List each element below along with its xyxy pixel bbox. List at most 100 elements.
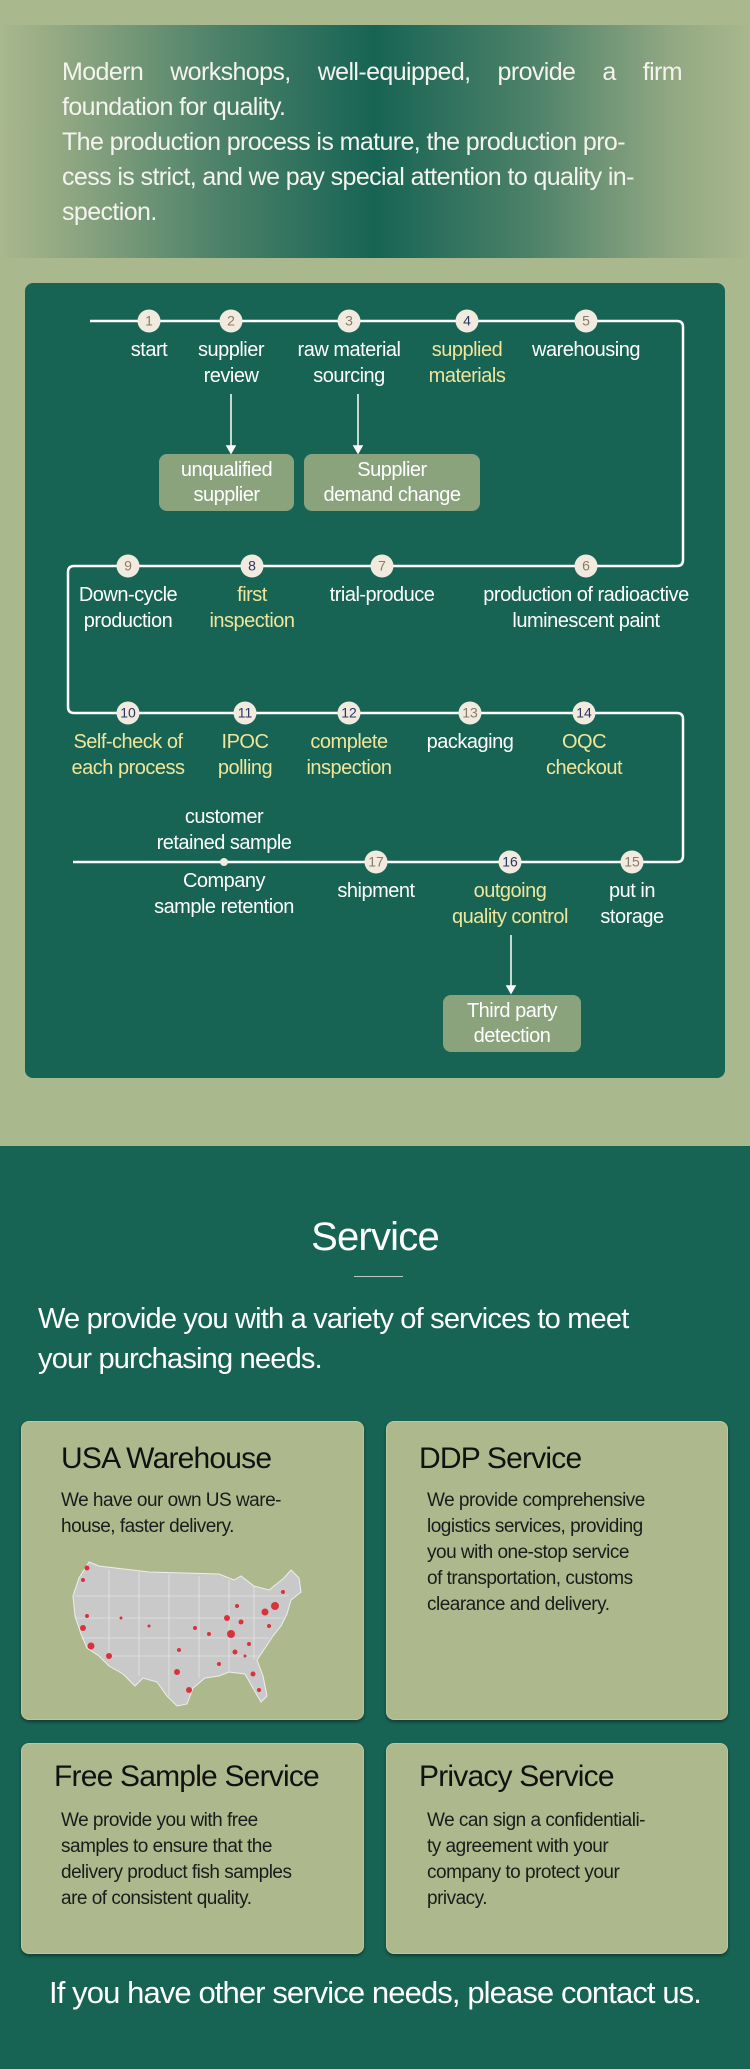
- step-label-line: trial-produce: [329, 584, 435, 606]
- sample-label-line: customer: [184, 806, 264, 828]
- step-label-line: storage: [600, 906, 664, 928]
- step-label: packaging: [427, 729, 514, 755]
- intro-line: The production process is mature, the pr…: [62, 128, 626, 156]
- step-label-line: warehousing: [532, 339, 640, 361]
- step-label: production of radioactive luminescent pai…: [483, 582, 689, 634]
- step-label-line: checkout: [545, 757, 623, 779]
- step-label-line: production of radioactive: [483, 584, 689, 606]
- sample-above-label: customer retained sample: [157, 804, 292, 856]
- subtitle-line: your purchasing needs.: [38, 1343, 323, 1375]
- box-line: Supplier: [357, 458, 427, 481]
- card-desc: We have our own US ware-house, faster de…: [61, 1490, 281, 1537]
- step-number-badge: 3: [337, 309, 361, 333]
- step-label: first inspection: [209, 582, 295, 634]
- card-title: DDP Service: [419, 1442, 582, 1475]
- card-title: USA Warehouse: [61, 1442, 272, 1475]
- step-label-line: IPOC: [221, 731, 269, 753]
- step-label: supplier review: [197, 337, 265, 389]
- sample-dot: [220, 858, 228, 866]
- card-free-sample-service: Free Sample Service We provide you with …: [21, 1743, 364, 1954]
- step-number-badge: 15: [620, 850, 644, 874]
- step-label: Self-check of each process: [72, 729, 185, 781]
- step-number-badge: 4: [455, 309, 479, 333]
- step-label-line: materials: [428, 365, 506, 387]
- step-label-line: complete: [310, 731, 388, 753]
- step-label-line: Self-check of: [73, 731, 183, 753]
- title-underline: [354, 1276, 403, 1277]
- step-label: outgoing quality control: [452, 878, 568, 930]
- step-label-line: quality control: [452, 906, 568, 928]
- intro-line: Modern workshops, well-equipped, provide…: [62, 58, 683, 86]
- step-label-line: supplied: [431, 339, 503, 361]
- card-desc: We can sign a confidentiali-ty agreement…: [427, 1810, 646, 1909]
- step-number-badge: 8: [240, 554, 264, 578]
- step-label: shipment: [337, 878, 415, 904]
- box-line: supplier: [193, 483, 260, 506]
- sample-label-line: retained sample: [156, 832, 292, 854]
- box-line: demand change: [323, 483, 461, 506]
- box-line: Third party: [466, 999, 558, 1022]
- step-label-line: supplier: [197, 339, 265, 361]
- step-number-badge: 17: [364, 850, 388, 874]
- sample-label-line: sample retention: [154, 896, 294, 918]
- subtitle-line: We provide you with a variety of service…: [38, 1303, 629, 1335]
- box-line: detection: [473, 1024, 551, 1047]
- step-label: warehousing: [532, 337, 640, 363]
- step-number-badge: 9: [116, 554, 140, 578]
- step-label-line: packaging: [426, 731, 514, 753]
- step-label-line: first: [237, 584, 267, 606]
- step-label: put in storage: [600, 878, 664, 930]
- step-label-line: each process: [71, 757, 185, 779]
- step-label-line: Down-cycle: [78, 584, 178, 606]
- step-number-badge: 12: [337, 701, 361, 725]
- step-label-line: inspection: [306, 757, 392, 779]
- step-label: OQC checkout: [545, 729, 623, 781]
- step-label-line: raw material: [297, 339, 401, 361]
- step-number-badge: 14: [572, 701, 596, 725]
- intro-line: foundation for quality.: [62, 93, 286, 121]
- step-label-line: polling: [217, 757, 273, 779]
- card-usa-warehouse: USA Warehouse We have our own US ware-ho…: [21, 1421, 364, 1720]
- intro-line: cess is strict, and we pay special atten…: [62, 163, 634, 191]
- step-number-badge: 7: [370, 554, 394, 578]
- step-number-badge: 2: [219, 309, 243, 333]
- intro-text: Modern workshops, well-equipped, provide…: [62, 55, 683, 230]
- process-flow-panel: [25, 283, 725, 1078]
- box-line: unqualified: [180, 458, 273, 481]
- step-label-line: shipment: [337, 880, 415, 902]
- step-label: supplied materials: [429, 337, 506, 389]
- step-label: start: [131, 337, 168, 363]
- step-label-line: review: [203, 365, 259, 387]
- service-title: Service: [311, 1215, 440, 1259]
- sample-below-label: Company sample retention: [154, 868, 294, 920]
- service-section: Service We provide you with a variety of…: [0, 1146, 750, 2069]
- step-label: IPOC polling: [217, 729, 273, 781]
- intro-banner: [0, 25, 750, 258]
- step-label-line: inspection: [209, 610, 295, 632]
- step-label-line: put in: [609, 880, 655, 902]
- card-privacy-service: Privacy Service We can sign a confidenti…: [386, 1743, 728, 1954]
- usa-map-image: [72, 1561, 302, 1707]
- step-label: trial-produce: [330, 582, 435, 608]
- step-number-badge: 6: [574, 554, 598, 578]
- step-number-badge: 11: [233, 701, 257, 725]
- step-label-line: outgoing: [473, 880, 547, 902]
- sample-label-line: Company: [182, 870, 266, 892]
- process-flow-lines: [66, 319, 685, 995]
- step-number-badge: 16: [498, 850, 522, 874]
- intro-line: spection.: [62, 198, 157, 226]
- card-title: Privacy Service: [419, 1760, 615, 1793]
- step-label-line: luminescent paint: [512, 610, 660, 632]
- step-label-line: OQC: [561, 731, 607, 753]
- service-subtitle: We provide you with a variety of service…: [38, 1299, 629, 1379]
- step-number-badge: 13: [458, 701, 482, 725]
- step-number-badge: 10: [116, 701, 140, 725]
